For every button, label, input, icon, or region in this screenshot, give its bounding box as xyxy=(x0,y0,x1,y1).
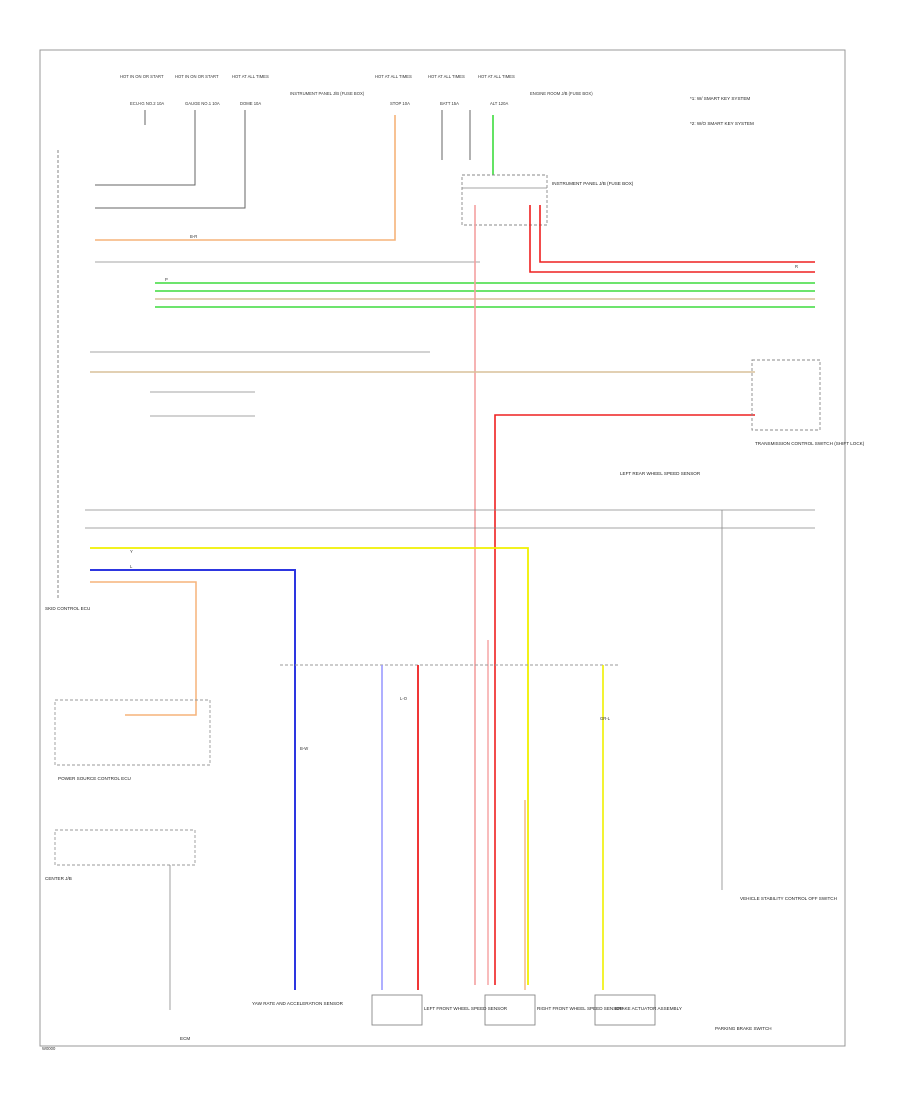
bottom-device-lf: LEFT FRONT WHEEL SPEED SENSOR xyxy=(424,1006,508,1011)
top-fuse-name-3: DOME 10A xyxy=(240,101,261,106)
wire-label-7: L-O xyxy=(400,696,408,701)
top-fuse-label-2: HOT IN ON OR START xyxy=(175,74,219,79)
top-fuse-drops xyxy=(95,110,471,209)
wire-blue xyxy=(90,569,296,990)
top-fuse-name-1: ECU-IG NO.2 10A xyxy=(130,101,164,106)
top-fuse-name-7: ALT 120A xyxy=(490,101,508,106)
engine-room-jb-box xyxy=(461,174,548,226)
right-front-sensor-box xyxy=(484,994,536,1026)
wire-label-3: R xyxy=(795,264,798,269)
left-block-label-skid: SKID CONTROL ECU xyxy=(45,606,90,611)
bottom-device-actuator: BRAKE ACTUATOR ASSEMBLY xyxy=(615,1006,682,1011)
top-fuse-name-5: STOP 10A xyxy=(390,101,410,106)
top-fuse-name-4: INSTRUMENT PANEL J/B (FUSE BOX) xyxy=(290,91,365,96)
bottom-device-rf: RIGHT FRONT WHEEL SPEED SENSOR xyxy=(537,1006,624,1011)
wire-label-1: B-R xyxy=(190,234,197,239)
wire-red-2 xyxy=(529,205,815,273)
wire-red-1 xyxy=(539,205,815,263)
wire-label-8: GR-L xyxy=(600,716,611,721)
legend-line-2: *2: W/O SMART KEY SYSTEM xyxy=(690,121,754,126)
left-block-label-center: CENTER J/B xyxy=(45,876,72,881)
diagram-frame xyxy=(39,49,846,1047)
wire-label-2: P xyxy=(165,277,168,282)
footer-code: W0000 xyxy=(42,1046,56,1051)
legend-line-1: *1: W/ SMART KEY SYSTEM xyxy=(690,96,750,101)
left-front-sensor-box xyxy=(371,994,423,1026)
wire-orange-top xyxy=(95,115,396,241)
wire-label-6: B-W xyxy=(300,746,308,751)
top-fuse-name-6: BATT 15A xyxy=(440,101,459,106)
bottom-device-vsc: VEHICLE STABILITY CONTROL OFF SWITCH xyxy=(740,896,837,901)
top-fuse-label-5: HOT AT ALL TIMES xyxy=(375,74,412,79)
top-fuse-label-6: HOT AT ALL TIMES xyxy=(428,74,465,79)
center-jb-box xyxy=(54,829,196,866)
right-block-label-3: TRANSMISSION CONTROL SWITCH (SHIFT LOCK) xyxy=(755,441,865,446)
top-fuse-label-3: HOT AT ALL TIMES xyxy=(232,74,269,79)
power-source-ecu-box xyxy=(54,699,211,766)
wire-yellow xyxy=(90,547,529,985)
left-block-label-ecm: ECM xyxy=(180,1036,190,1041)
bottom-device-parking: PARKING BRAKE SWITCH xyxy=(715,1026,772,1031)
actuator-box xyxy=(594,994,656,1026)
wire-red-shift xyxy=(494,414,755,985)
right-block-label-1: INSTRUMENT PANEL J/B (FUSE BOX) xyxy=(552,181,634,186)
bottom-device-yaw: YAW RATE AND ACCELERATION SENSOR xyxy=(252,1001,344,1006)
top-fuse-name-2: GAUGE NO.1 10A xyxy=(185,101,220,106)
top-fuse-label-1: HOT IN ON OR START xyxy=(120,74,164,79)
shift-lock-box xyxy=(751,359,821,431)
top-fuse-name-8: ENGINE ROOM J/B (FUSE BOX) xyxy=(530,91,593,96)
top-fuse-label-7: HOT AT ALL TIMES xyxy=(478,74,515,79)
right-block-label-2: LEFT REAR WHEEL SPEED SENSOR xyxy=(620,471,701,476)
wire-label-4: Y xyxy=(130,549,133,554)
left-block-label-power: POWER SOURCE CONTROL ECU xyxy=(58,776,131,781)
wire-orange-ecu xyxy=(90,581,197,716)
wire-label-5: L xyxy=(130,564,133,569)
